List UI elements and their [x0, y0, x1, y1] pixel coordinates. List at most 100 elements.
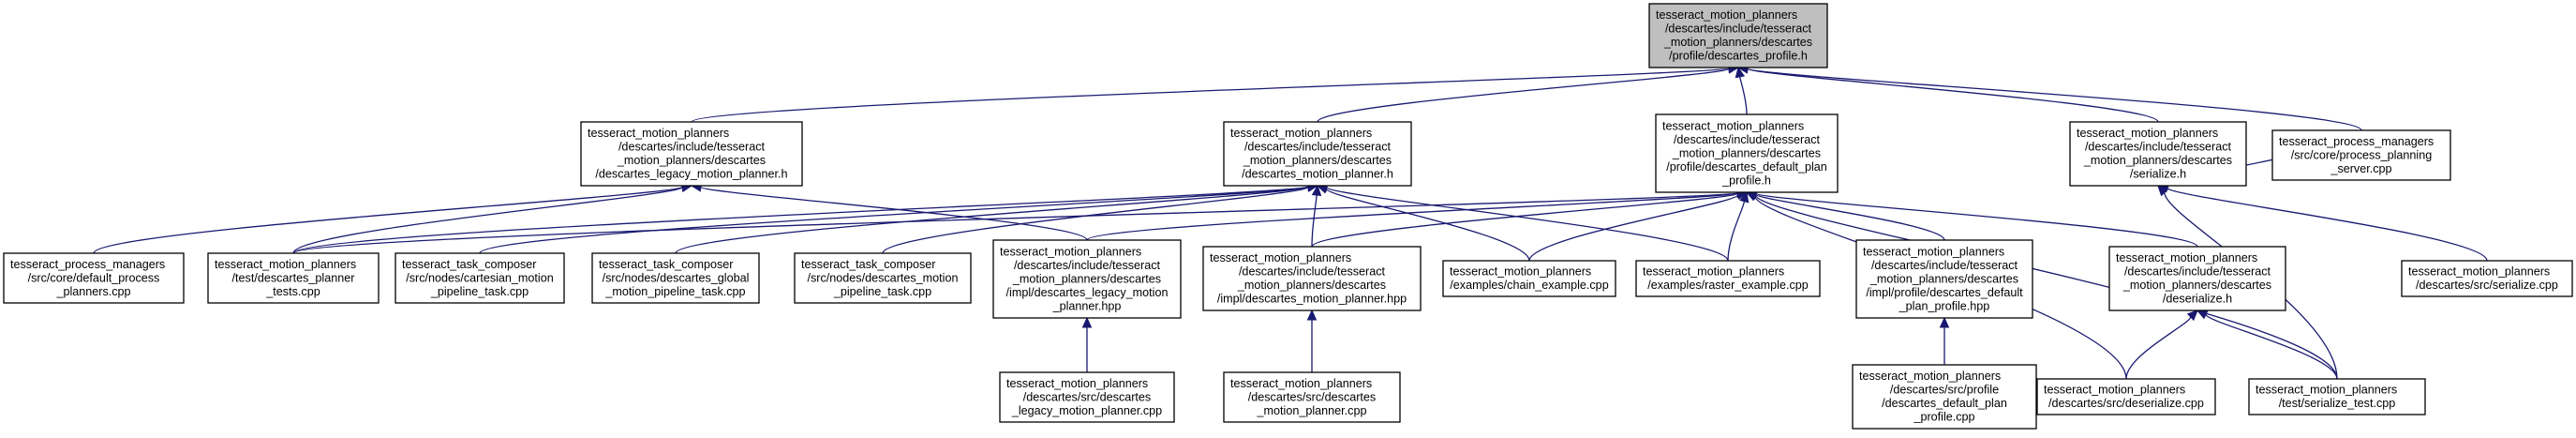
node-label-line: tesseract_motion_planners [1230, 127, 1372, 140]
dependency-edges [93, 63, 2488, 380]
edge-line [1317, 68, 1730, 123]
edge-planner_h-to-root [1317, 64, 1740, 123]
node-label-line: _motion_planners/descartes [1237, 279, 1386, 292]
edge-raster_example-to-default_plan_h [1727, 190, 1750, 262]
edge-legacy_cpp-to-legacy_hpp [1081, 316, 1093, 372]
node-label-line: /descartes/include/tesseract [1665, 23, 1812, 36]
file-node-planning-server[interactable]: tesseract_process_managers/src/core/proc… [2271, 129, 2451, 181]
node-box [591, 252, 760, 304]
edge-line [1747, 68, 2362, 131]
file-node-planner-hpp[interactable]: tesseract_motion_planners/descartes/incl… [1202, 246, 1422, 311]
edge-line [1755, 192, 2198, 248]
file-node-serialize-cpp[interactable]: tesseract_motion_planners/descartes/src/… [2401, 260, 2573, 297]
node-label-line: _motion_planners/descartes [1663, 36, 1812, 49]
file-node-raster-example[interactable]: tesseract_motion_planners/examples/raste… [1635, 260, 1821, 297]
node-label-line: /descartes/include/tesseract [2124, 265, 2271, 279]
node-label-line: /descartes/src/serialize.cpp [2416, 279, 2558, 292]
file-node-planner-cpp[interactable]: tesseract_motion_planners/descartes/src/… [1223, 371, 1401, 423]
node-label-line: /examples/raster_example.cpp [1647, 279, 1809, 292]
node-label-line: tesseract_motion_planners [1643, 265, 1784, 279]
node-label-line: _motion_planners/descartes [1012, 272, 1161, 285]
file-node-default-process[interactable]: tesseract_process_managers/src/core/defa… [3, 252, 185, 304]
node-label-line: _profile.h [1721, 174, 1771, 187]
edge-line [1086, 192, 1738, 241]
arrowhead-icon [2157, 185, 2169, 197]
file-node-serialize-test[interactable]: tesseract_motion_planners/test/serialize… [2248, 378, 2426, 415]
arrowhead-icon [1311, 184, 1322, 196]
node-label-line: tesseract_motion_planners [2077, 127, 2218, 140]
node-label-line: /src/nodes/cartesian_motion [406, 271, 554, 284]
file-node-legacy-hpp[interactable]: tesseract_motion_planners/descartes/incl… [992, 239, 1182, 319]
node-box [1442, 260, 1616, 297]
node-box [1223, 371, 1401, 423]
node-label-line: /descartes/include/tesseract [1239, 265, 1386, 279]
node-label-line: tesseract_motion_planners [1662, 119, 1804, 132]
node-box [2069, 121, 2247, 187]
node-label-line: _motion_planners/descartes [2122, 279, 2271, 292]
edge-planner_cpp-to-planner_hpp [1306, 309, 1318, 372]
node-label-line: tesseract_motion_planners [215, 258, 356, 271]
edge-deserialize_cpp-to-deserialize_h [2125, 310, 2198, 380]
file-node-legacy-cpp[interactable]: tesseract_motion_planners/descartes/src/… [999, 371, 1175, 423]
edge-line [675, 186, 1309, 254]
node-label-line: _profile.cpp [1913, 411, 1974, 424]
node-box [2401, 260, 2573, 297]
file-node-planner-h[interactable]: tesseract_motion_planners/descartes/incl… [1223, 121, 1412, 187]
edge-line [691, 67, 1730, 123]
file-node-chain-example[interactable]: tesseract_motion_planners/examples/chain… [1442, 260, 1616, 297]
node-label-line: /descartes_motion_planner.h [1242, 168, 1393, 181]
node-label-line: /descartes/include/tesseract [2085, 141, 2232, 154]
file-node-default-plan-cpp[interactable]: tesseract_motion_planners/descartes/src/… [1852, 364, 2037, 430]
file-node-legacy-h[interactable]: tesseract_motion_planners/descartes/incl… [580, 121, 803, 187]
edge-line [2167, 187, 2488, 262]
node-label-line: /profile/descartes_profile.h [1669, 50, 1808, 63]
node-box [207, 252, 380, 304]
node-label-line: /profile/descartes_default_plan [1666, 160, 1827, 174]
node-label-line: tesseract_task_composer [599, 258, 734, 271]
node-label-line: /descartes/include/tesseract [618, 141, 766, 154]
node-label-line: _planners.cpp [55, 285, 130, 298]
arrowhead-icon [2196, 310, 2209, 320]
edge-line [700, 186, 1088, 241]
file-node-deserialize-h[interactable]: tesseract_motion_planners/descartes/incl… [2108, 246, 2286, 311]
node-label-line: tesseract_motion_planners [1000, 245, 1141, 258]
node-label-line: /descartes_default_plan [1882, 397, 2007, 410]
edge-line [1311, 194, 1318, 248]
node-box [1223, 121, 1412, 187]
node-box [999, 371, 1175, 423]
file-node-default-plan-hpp[interactable]: tesseract_motion_planners/descartes/incl… [1855, 239, 2033, 319]
node-label-line: tesseract_motion_planners [1450, 265, 1591, 279]
file-node-global-task[interactable]: tesseract_task_composer/src/nodes/descar… [591, 252, 760, 304]
node-box [395, 252, 565, 304]
node-label-line: /test/serialize_test.cpp [2279, 397, 2396, 410]
node-label-line: _motion_planner.cpp [1257, 404, 1367, 417]
file-node-planner-tests[interactable]: tesseract_motion_planners/test/descartes… [207, 252, 380, 304]
node-label-line: /src/core/default_process [28, 271, 160, 284]
edge-line [2125, 316, 2192, 380]
file-node-default-plan-h[interactable]: tesseract_motion_planners/descartes/incl… [1655, 113, 1839, 193]
arrowhead-icon [1735, 66, 1746, 79]
file-node-serialize-h[interactable]: tesseract_motion_planners/descartes/incl… [2069, 121, 2247, 187]
node-label-line: /src/nodes/descartes_global [603, 271, 750, 284]
edge-cartesian_task-to-planner_h [479, 181, 1319, 254]
node-label-line: tesseract_motion_planners [1210, 251, 1351, 264]
node-label-line: tesseract_task_composer [801, 258, 936, 271]
edge-line [1739, 76, 1748, 115]
node-label-line: /src/core/process_planning [2291, 148, 2433, 161]
arrowhead-icon [1739, 190, 1750, 204]
file-node-descartes-task[interactable]: tesseract_task_composer/src/nodes/descar… [794, 252, 972, 304]
node-box [1852, 364, 2037, 430]
node-label-line: _motion_planners/descartes [1672, 146, 1821, 159]
edge-line [1747, 68, 2159, 123]
node-box [3, 252, 185, 304]
edge-line [292, 187, 683, 254]
file-node-cartesian-task[interactable]: tesseract_task_composer/src/nodes/cartes… [395, 252, 565, 304]
node-label-line: tesseract_motion_planners [1863, 245, 2004, 258]
node-label-line: /impl/descartes_legacy_motion [1006, 286, 1169, 299]
edge-line [479, 186, 1309, 254]
file-node-deserialize-cpp[interactable]: tesseract_motion_planners/descartes/src/… [2036, 378, 2216, 415]
node-label-line: /descartes/src/descartes [1023, 390, 1151, 403]
edge-line [1311, 192, 1738, 248]
node-label-line: /src/nodes/descartes_motion [807, 271, 958, 284]
node-label-line: _legacy_motion_planner.cpp [1011, 404, 1162, 417]
